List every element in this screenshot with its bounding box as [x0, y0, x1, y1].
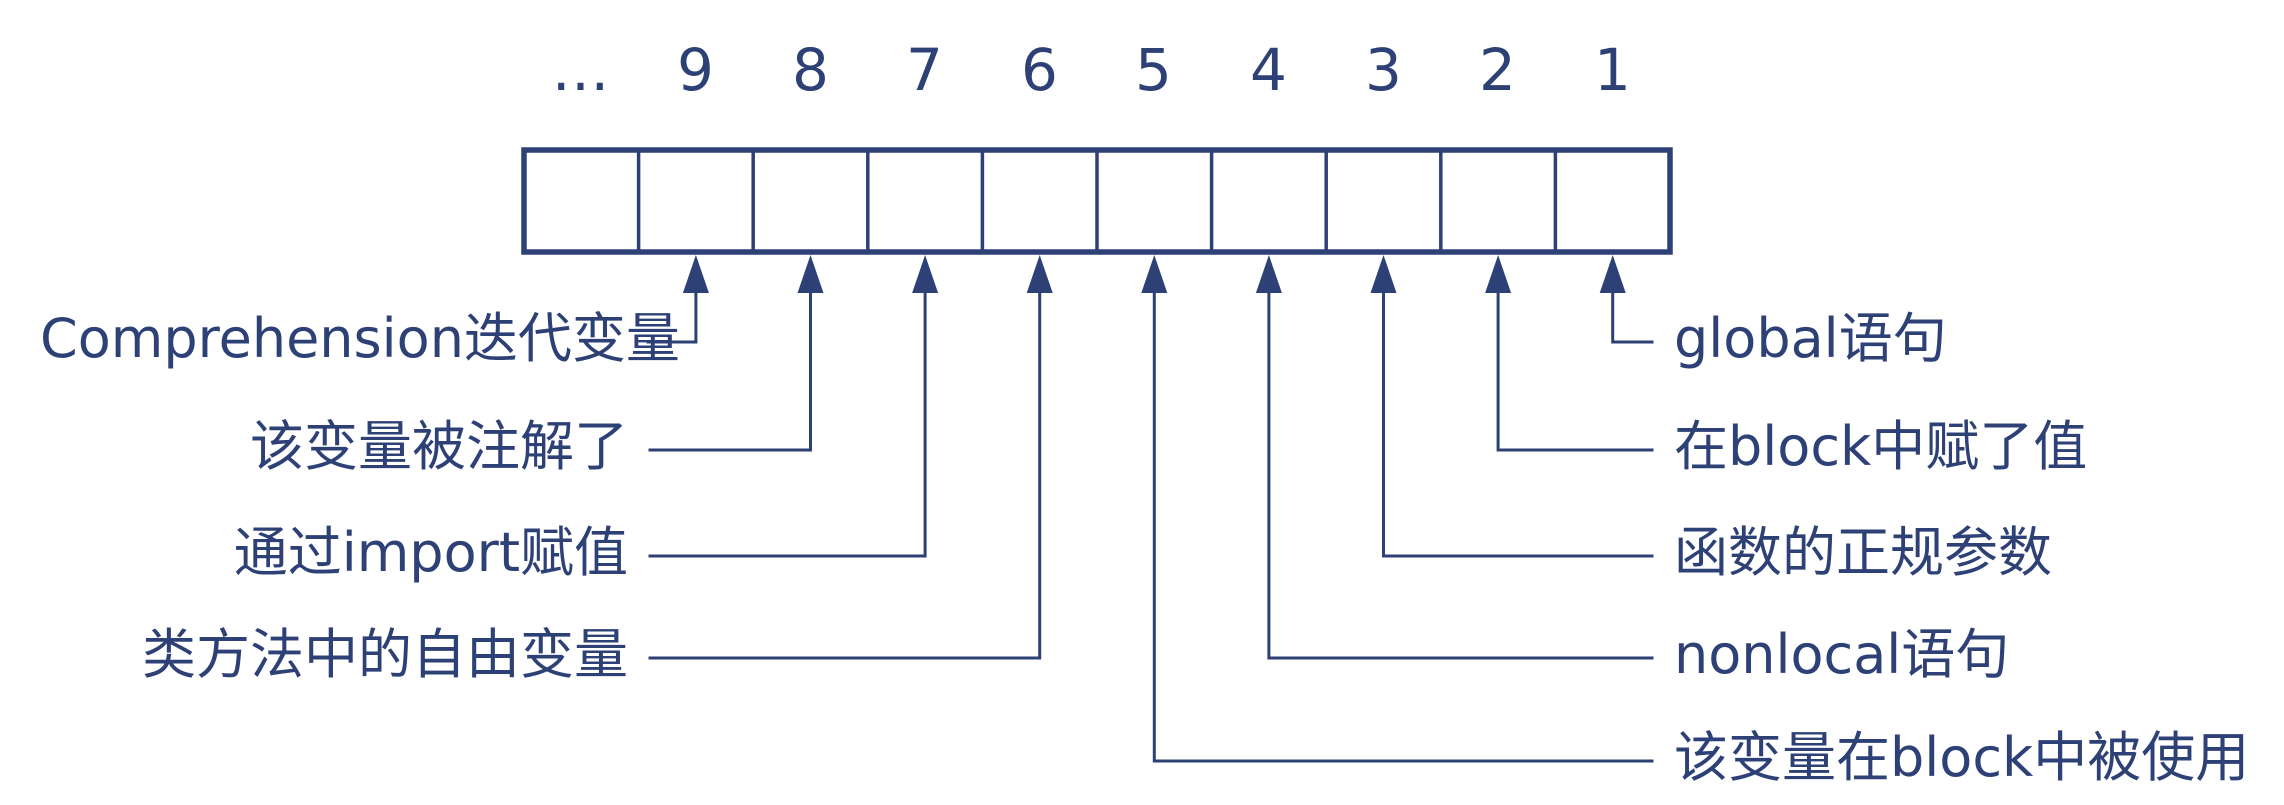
bit-position-9: 9 — [677, 36, 715, 104]
connector-bit-1 — [1599, 255, 1654, 344]
bit8-arrowhead — [797, 255, 824, 293]
bit5-line — [1152, 289, 1654, 763]
label-bit5-used-in-block: 该变量在block中被使用 — [1674, 726, 2250, 789]
label-bit8-variable-annotated: 该变量被注解了 — [250, 415, 628, 478]
bit-cell-dividers — [636, 148, 1558, 254]
bit7-line — [648, 289, 927, 558]
bit2-line — [1496, 289, 1654, 452]
bit-position-8: 8 — [792, 36, 830, 104]
label-bit6-free-variable-in-class-method: 类方法中的自由变量 — [142, 623, 628, 686]
bit-position-4: 4 — [1250, 36, 1288, 104]
bit-position-6: 6 — [1021, 36, 1059, 104]
bit4-line — [1267, 289, 1654, 660]
connector-bit-2 — [1485, 255, 1654, 452]
bit-position-1: 1 — [1594, 36, 1632, 104]
bit-position-7: 7 — [906, 36, 944, 104]
connector-bit-5 — [1141, 255, 1654, 763]
label-bit1-global-statement: global语句 — [1674, 307, 1947, 370]
bit1-arrowhead — [1599, 255, 1626, 293]
bit9-arrowhead — [682, 255, 709, 293]
bit6-line — [648, 289, 1042, 660]
bit2-arrowhead — [1485, 255, 1512, 293]
label-bit2-assigned-in-block: 在block中赋了值 — [1674, 415, 2088, 478]
bit-position-5: 5 — [1135, 36, 1173, 104]
bit9-line — [646, 289, 698, 344]
connector-bit-8 — [648, 255, 824, 452]
bit1-line — [1611, 289, 1654, 344]
connector-bit-6 — [648, 255, 1053, 660]
connector-bit-3 — [1370, 255, 1654, 558]
connector-bit-9 — [646, 255, 709, 344]
bit8-line — [648, 289, 812, 452]
bit7-arrowhead — [912, 255, 939, 293]
connector-bit-4 — [1255, 255, 1654, 660]
label-bit9-comprehension-iteration-variable: Comprehension迭代变量 — [40, 307, 680, 370]
bit5-arrowhead — [1141, 255, 1168, 293]
connector-bit-7 — [648, 255, 939, 558]
bit-position-2: 2 — [1479, 36, 1517, 104]
label-bit3-formal-parameter: 函数的正规参数 — [1674, 521, 2052, 584]
label-bit4-nonlocal-statement: nonlocal语句 — [1674, 623, 2010, 686]
bit3-arrowhead — [1370, 255, 1397, 293]
bit4-arrowhead — [1255, 255, 1282, 293]
bit3-line — [1382, 289, 1654, 558]
bit6-arrowhead — [1026, 255, 1053, 293]
label-bit7-assigned-via-import: 通过import赋值 — [233, 521, 628, 584]
bit-position-ellipsis: … — [551, 36, 611, 104]
bit-position-3: 3 — [1365, 36, 1403, 104]
